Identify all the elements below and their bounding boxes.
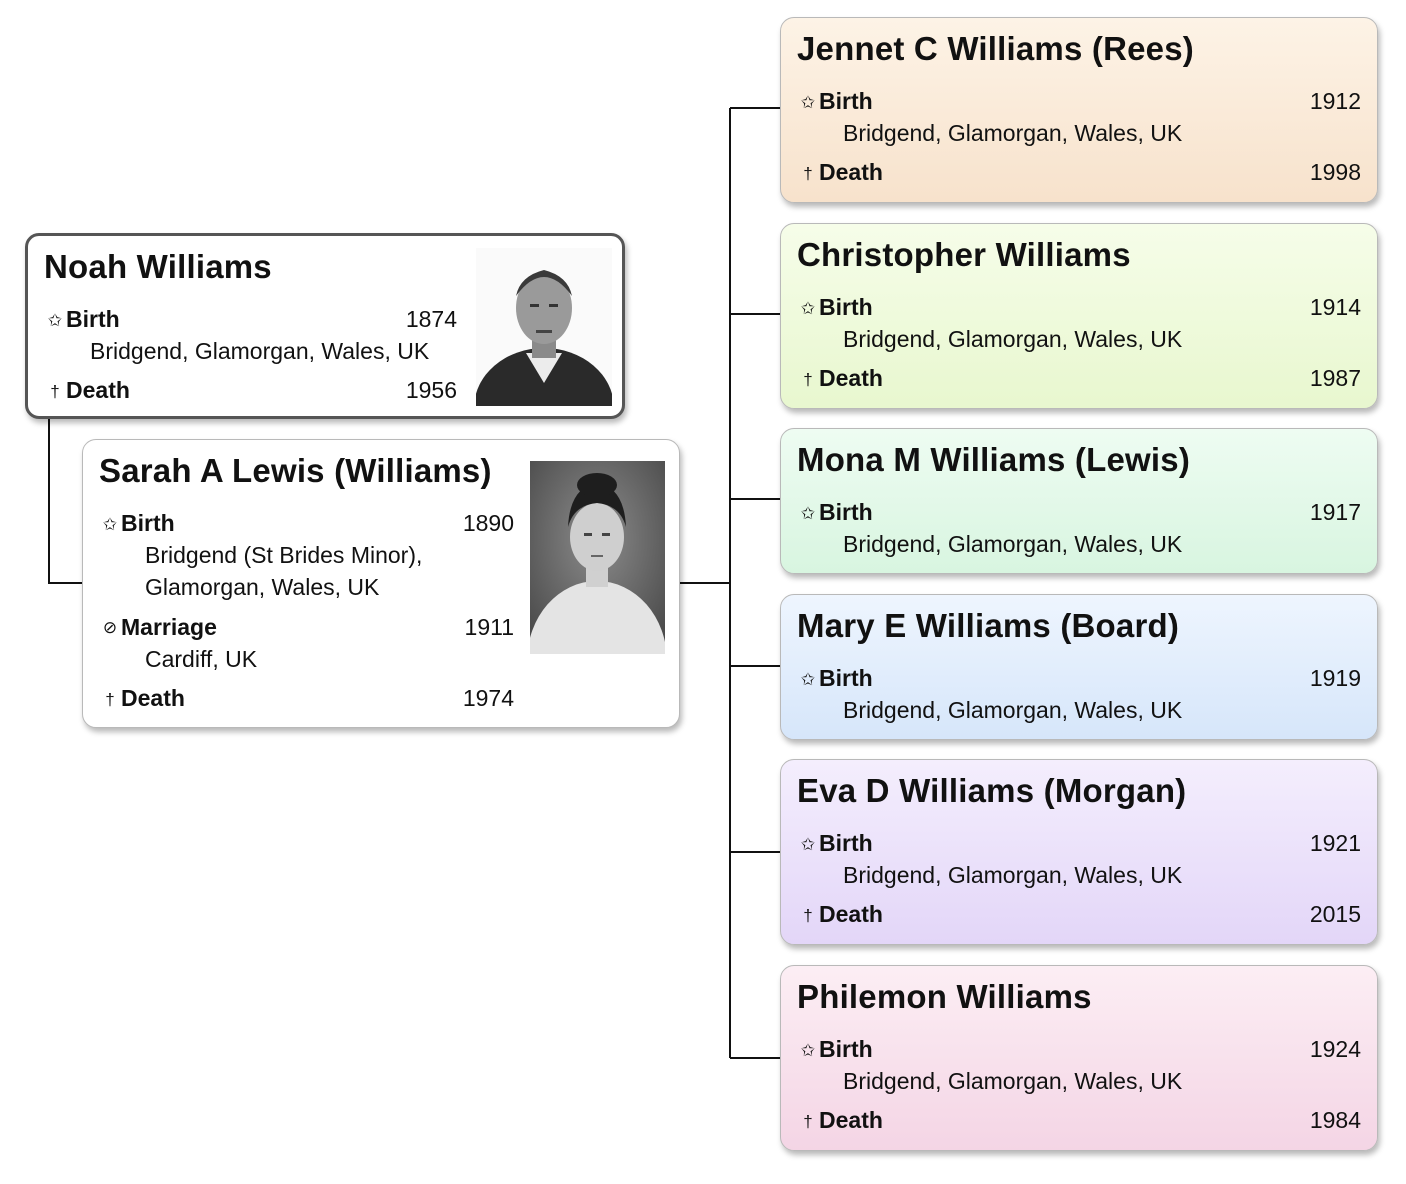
person-name: Mona M Williams (Lewis) xyxy=(797,441,1191,478)
birth-year: 1921 xyxy=(1309,830,1361,856)
person-name: Jennet C Williams (Rees) xyxy=(797,30,1194,67)
birth-place-line1: Bridgend (St Brides Minor), xyxy=(145,542,423,568)
birth-label: Birth xyxy=(121,510,175,536)
person-name: Eva D Williams (Morgan) xyxy=(797,772,1187,809)
death-label: Death xyxy=(819,1107,883,1133)
person-card-noah-williams[interactable]: Noah Williams ✩ Birth 1874 Bridgend, Gla… xyxy=(25,233,625,419)
birth-year: 1874 xyxy=(405,306,457,332)
death-label: Death xyxy=(819,159,883,185)
birth-year: 1912 xyxy=(1309,88,1361,114)
star-icon: ✩ xyxy=(800,299,816,318)
cross-icon: † xyxy=(803,164,813,183)
birth-label: Birth xyxy=(819,499,873,525)
cross-icon: † xyxy=(803,1112,813,1131)
birth-year: 1917 xyxy=(1309,499,1361,525)
star-icon: ✩ xyxy=(800,670,816,689)
death-label: Death xyxy=(121,685,185,711)
birth-place: Bridgend, Glamorgan, Wales, UK xyxy=(90,338,430,364)
death-year: 1987 xyxy=(1309,365,1361,391)
birth-label: Birth xyxy=(819,294,873,320)
birth-year: 1919 xyxy=(1309,665,1361,691)
person-name: Christopher Williams xyxy=(797,236,1131,273)
birth-label: Birth xyxy=(819,88,873,114)
birth-label: Birth xyxy=(66,306,120,332)
person-card-eva-williams[interactable]: Eva D Williams (Morgan) ✩ Birth 1921 Bri… xyxy=(780,759,1378,945)
birth-label: Birth xyxy=(819,830,873,856)
birth-place: Bridgend, Glamorgan, Wales, UK xyxy=(843,697,1183,723)
marriage-label: Marriage xyxy=(121,614,217,640)
portrait-photo[interactable] xyxy=(530,461,665,654)
cross-icon: † xyxy=(803,906,813,925)
spouse-connector xyxy=(48,418,82,584)
marriage-year: 1911 xyxy=(464,614,514,640)
birth-label: Birth xyxy=(819,665,873,691)
star-icon: ✩ xyxy=(800,504,816,523)
death-label: Death xyxy=(819,365,883,391)
birth-place: Bridgend, Glamorgan, Wales, UK xyxy=(843,531,1183,557)
person-card-sarah-lewis[interactable]: Sarah A Lewis (Williams) ✩ Birth 1890 Br… xyxy=(82,439,680,728)
birth-year: 1890 xyxy=(462,510,514,536)
cross-icon: † xyxy=(50,382,60,401)
death-year: 1956 xyxy=(405,377,457,403)
person-card-christopher-williams[interactable]: Christopher Williams ✩ Birth 1914 Bridge… xyxy=(780,223,1378,409)
cross-icon: † xyxy=(803,370,813,389)
birth-year: 1924 xyxy=(1309,1036,1361,1062)
person-card-mary-williams[interactable]: Mary E Williams (Board) ✩ Birth 1919 Bri… xyxy=(780,594,1378,740)
star-icon: ✩ xyxy=(102,515,118,534)
person-card-mona-williams[interactable]: Mona M Williams (Lewis) ✩ Birth 1917 Bri… xyxy=(780,428,1378,574)
portrait-photo[interactable] xyxy=(476,248,612,406)
death-year: 1974 xyxy=(462,685,514,711)
death-label: Death xyxy=(66,377,130,403)
cross-icon: † xyxy=(105,690,115,709)
birth-place: Bridgend, Glamorgan, Wales, UK xyxy=(843,862,1183,888)
person-card-jennet-williams[interactable]: Jennet C Williams (Rees) ✩ Birth 1912 Br… xyxy=(780,17,1378,203)
person-card-philemon-williams[interactable]: Philemon Williams ✩ Birth 1924 Bridgend,… xyxy=(780,965,1378,1151)
birth-place-line2: Glamorgan, Wales, UK xyxy=(145,574,380,600)
birth-year: 1914 xyxy=(1309,294,1361,320)
marriage-place: Cardiff, UK xyxy=(145,646,258,672)
star-icon: ✩ xyxy=(800,93,816,112)
death-year: 2015 xyxy=(1309,901,1361,927)
rings-icon: ⊘ xyxy=(102,618,118,637)
birth-place: Bridgend, Glamorgan, Wales, UK xyxy=(843,326,1183,352)
person-name: Mary E Williams (Board) xyxy=(797,607,1180,644)
star-icon: ✩ xyxy=(47,311,63,330)
death-label: Death xyxy=(819,901,883,927)
star-icon: ✩ xyxy=(800,835,816,854)
birth-place: Bridgend, Glamorgan, Wales, UK xyxy=(843,120,1183,146)
person-name: Philemon Williams xyxy=(797,978,1092,1015)
birth-place: Bridgend, Glamorgan, Wales, UK xyxy=(843,1068,1183,1094)
star-icon: ✩ xyxy=(800,1041,816,1060)
death-year: 1984 xyxy=(1309,1107,1361,1133)
person-name: Sarah A Lewis (Williams) xyxy=(99,452,492,489)
person-name: Noah Williams xyxy=(44,248,272,285)
death-year: 1998 xyxy=(1309,159,1361,185)
birth-label: Birth xyxy=(819,1036,873,1062)
